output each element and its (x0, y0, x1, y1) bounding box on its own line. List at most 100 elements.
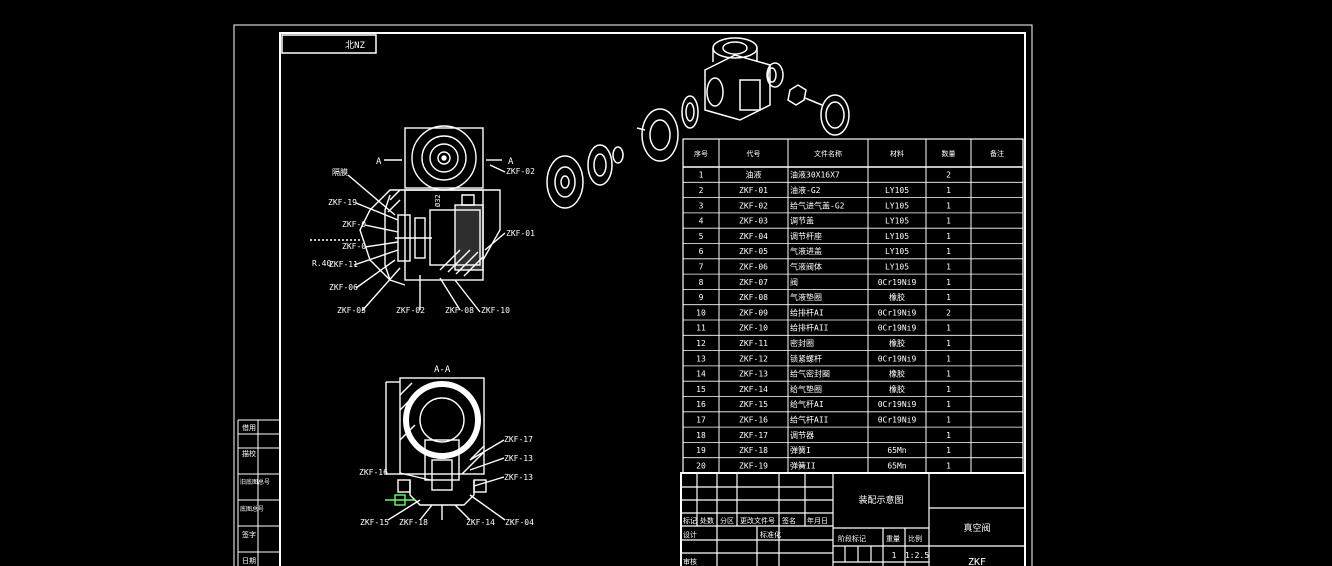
inner-frame (279, 32, 1026, 566)
bom-cell: 1 (946, 461, 951, 470)
bom-cell: ZKF-01 (739, 186, 768, 195)
bom-cell: 给气密封圈 (790, 369, 830, 379)
bom-cell: ZKF-09 (739, 308, 768, 317)
outer-frame (233, 24, 1033, 566)
strip-label: 签字 (242, 530, 256, 539)
bom-cell: 13 (696, 354, 706, 363)
section-view-aa (385, 377, 506, 521)
bom-cell: 1 (946, 217, 951, 226)
bom-cell: 1 (946, 431, 951, 440)
bom-cell: 调节盖 (790, 216, 814, 226)
bom-cell: 给气进气盖-G2 (790, 200, 845, 210)
bom-cell: LY105 (885, 247, 909, 256)
bom-cell: ZKF-03 (739, 217, 768, 226)
bom-cell: 气液阀体 (790, 261, 822, 271)
callout-label: ZKF-13 (504, 454, 533, 463)
bom-cell: 给排杆AI (790, 307, 824, 317)
sign-label: 标记 (683, 516, 697, 525)
callout-label: ZKF-02 (396, 306, 425, 315)
bom-cell: ZKF-19 (739, 461, 768, 470)
callout-label: ZKF-13 (504, 473, 533, 482)
exploded-view (546, 37, 850, 209)
drawing-number: ZKF (968, 557, 986, 566)
sign-label: 分区 (720, 516, 734, 525)
bom-cell: ZKF-15 (739, 400, 768, 409)
bom-cell: 0Cr19Ni9 (878, 278, 917, 287)
section-title: A-A (434, 365, 451, 375)
strip-label: 日期 (242, 557, 256, 565)
bom-cell: 橡胶 (889, 384, 905, 394)
bom-cell: 1 (946, 339, 951, 348)
bom-cell: 5 (699, 232, 704, 241)
bom-cell: 1 (946, 247, 951, 256)
bom-cell: ZKF-04 (739, 232, 768, 241)
bom-cell: ZKF-11 (739, 339, 768, 348)
bom-cell: 15 (696, 385, 706, 394)
left-strip: 借用 描校 旧底图总号 底图总号 签字 日期 (237, 419, 280, 566)
bom-cell: LY105 (885, 232, 909, 241)
bom-cell: ZKF-17 (739, 431, 768, 440)
bom-cell: 油液-G2 (790, 185, 821, 195)
bom-cell: 2 (946, 171, 951, 180)
bom-cell: ZKF-06 (739, 262, 768, 271)
bom-cell: 3 (699, 201, 704, 210)
bom-cell: 气液进盖 (790, 246, 822, 256)
bom-cell: 1 (946, 400, 951, 409)
bom-cell: ZKF-10 (739, 324, 768, 333)
callout-label: ZKF-02 (506, 167, 535, 176)
bom-header-cell: 代号 (747, 149, 761, 158)
bom-cell: 给气杆AI (790, 399, 824, 409)
callout-label: ZKF-17 (504, 435, 533, 444)
bom-cell: 19 (696, 446, 706, 455)
bom-cell: ZKF-14 (739, 385, 768, 394)
callout-label: ZKF-16 (359, 468, 388, 477)
bom-cell: 2 (946, 308, 951, 317)
bom-cell: 1 (946, 232, 951, 241)
bom-cell: 12 (696, 339, 706, 348)
bom-cell: 1 (946, 186, 951, 195)
bom-cell: 17 (696, 415, 706, 424)
section-mark-a-right: A (508, 157, 514, 167)
callouts-top: 隔膜 ZKF-19 ZKF-0 ZKF-0 R.40 ZKF-11 ZKF-06… (312, 167, 535, 315)
standardization-label: 标准化 (760, 530, 781, 539)
strip-label: 底图总号 (240, 505, 264, 513)
bom-header-cell: 数量 (942, 149, 956, 158)
scale-value: 1:2.5 (905, 551, 929, 560)
bom-cell: 65Mn (887, 446, 906, 455)
sign-label: 签名 (782, 516, 796, 525)
bom-cell: 1 (946, 354, 951, 363)
callout-label: ZKF-0 (342, 220, 366, 229)
bom-cell: 调节器 (790, 431, 814, 440)
bom-header-cell: 序号 (694, 149, 708, 158)
callout-label: ZKF-05 (337, 306, 366, 315)
bom-cell: 20 (696, 461, 706, 470)
bom-cell: 弹簧I (790, 445, 811, 455)
bom-cell: 0Cr19Ni9 (878, 324, 917, 333)
bom-cell: ZKF-18 (739, 446, 768, 455)
bom-cell: 0Cr19Ni9 (878, 400, 917, 409)
bom-cell: 1 (946, 370, 951, 379)
bom-cell: 9 (699, 293, 704, 302)
bom-cell: 0Cr19Ni9 (878, 354, 917, 363)
bom-cell: 锁紧螺杆 (790, 353, 822, 363)
callout-label: ZKF-06 (329, 283, 358, 292)
bom-cell: LY105 (885, 186, 909, 195)
bom-cell: 橡胶 (889, 338, 905, 348)
bom-cell: 0Cr19Ni9 (878, 415, 917, 424)
bom-cell: 18 (696, 431, 706, 440)
bom-cell: 0Cr19Ni9 (878, 308, 917, 317)
dimension-diameter: Ø32 (434, 194, 442, 207)
callout-label: 隔膜 (332, 167, 348, 177)
bom-cell: 1 (946, 446, 951, 455)
bom-cell: 1 (946, 201, 951, 210)
quantity-value: 1 (892, 551, 897, 560)
bom-cell: 气液垫圈 (790, 292, 822, 302)
bom-cell: 14 (696, 370, 706, 379)
bom-cell: 密封圈 (790, 338, 814, 348)
bom-cell: 调节杆座 (790, 231, 822, 241)
bom-cell: 1 (946, 385, 951, 394)
strip-label: 借用 (242, 423, 256, 432)
bom-header-cell: 备注 (990, 149, 1004, 158)
